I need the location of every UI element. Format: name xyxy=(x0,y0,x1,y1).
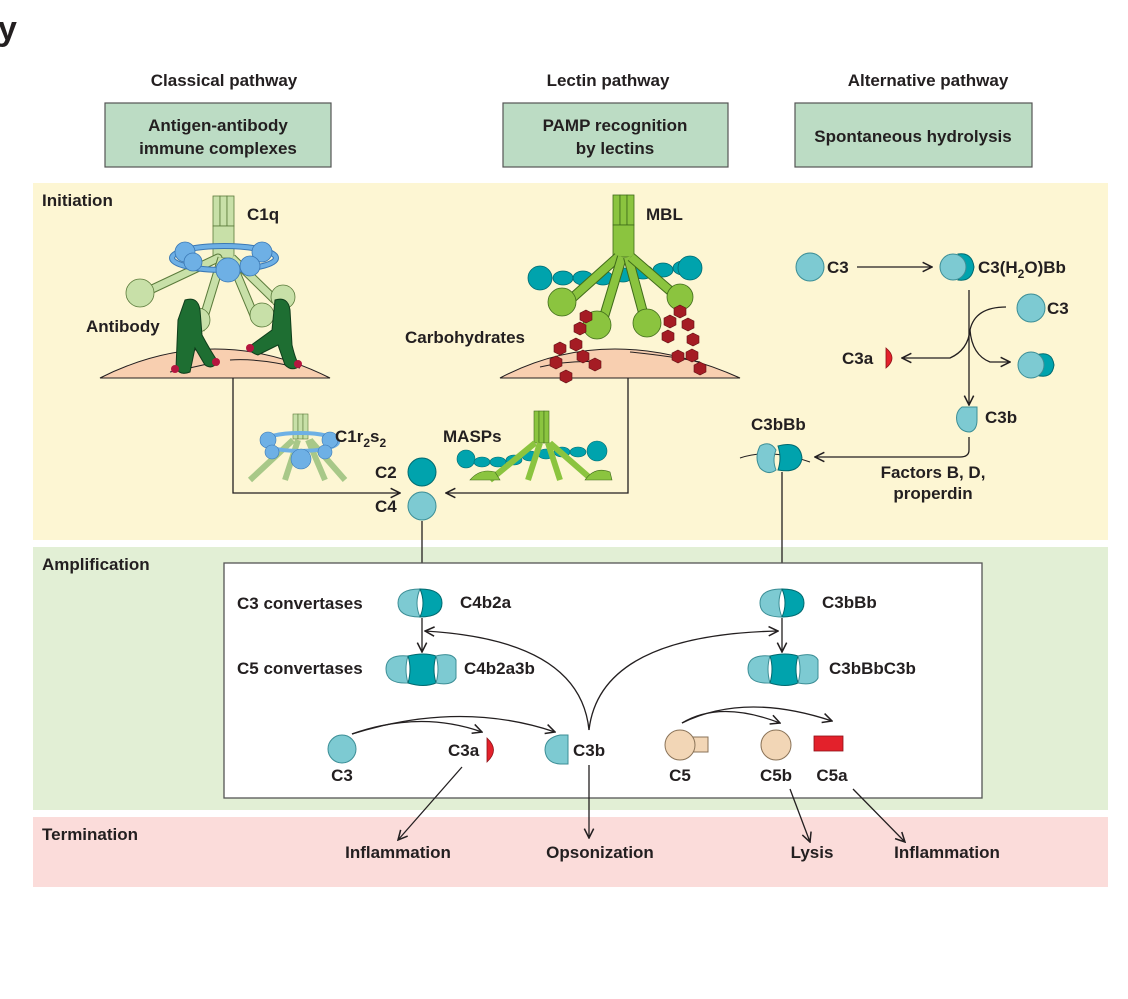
to-convertase-arrow xyxy=(969,329,1010,362)
c3b-icon xyxy=(956,406,978,433)
masps-icon xyxy=(456,410,613,483)
stage-label-termination: Termination xyxy=(42,825,138,844)
pathway-title: Alternative pathway xyxy=(848,71,1009,90)
trigger-box xyxy=(794,102,1033,168)
c5b-label: C5b xyxy=(760,766,792,785)
c3-convertases-label: C3 convertases xyxy=(237,594,363,613)
amp-c3a-icon xyxy=(486,737,494,763)
trigger-line: immune complexes xyxy=(139,139,297,158)
c3a-fragment-icon xyxy=(885,347,893,369)
trigger-line: by lectins xyxy=(576,139,654,158)
c5-to-c5a-arrow xyxy=(681,706,832,724)
pathway-header-classical: Classical pathway Antigen-antibody immun… xyxy=(104,71,332,168)
outcome-inflammation: Inflammation xyxy=(345,843,451,862)
c3b-to-c3bbb-arrow xyxy=(815,437,970,457)
alt-c3-second-icon xyxy=(1016,293,1046,323)
trigger-line: Antigen-antibody xyxy=(148,116,288,135)
c5a-label: C5a xyxy=(816,766,848,785)
amp-c3b-icon xyxy=(544,734,569,765)
c4b2a-icon xyxy=(397,588,443,618)
outcome-inflammation-2: Inflammation xyxy=(894,843,1000,862)
amp-c3-label: C3 xyxy=(331,766,353,785)
stage-label-amplification: Amplification xyxy=(42,555,150,574)
pathway-header-lectin: Lectin pathway PAMP recognition by lecti… xyxy=(502,71,729,168)
c2-icon xyxy=(407,457,437,487)
pathway-header-alternative: Alternative pathway Spontaneous hydrolys… xyxy=(794,71,1033,168)
c1q-antibody-complex-icon xyxy=(99,195,331,379)
c1q-label: C1q xyxy=(247,205,279,224)
c3b-feedback-classical-arrow xyxy=(425,631,590,731)
c2-label: C2 xyxy=(375,463,397,482)
factors-label-line2: properdin xyxy=(893,484,972,503)
stage-label-initiation: Initiation xyxy=(42,191,113,210)
c3bbb-icon xyxy=(759,588,805,618)
alt-c3-second-label: C3 xyxy=(1047,299,1069,318)
pathway-title: Lectin pathway xyxy=(547,71,670,90)
c5b-to-lysis-arrow xyxy=(789,788,810,842)
trigger-line: PAMP recognition xyxy=(543,116,688,135)
classical-to-c2c4-arrow xyxy=(232,378,400,493)
pathway-title: Classical pathway xyxy=(151,71,298,90)
c5-icon xyxy=(664,729,709,761)
c3bbb-membrane-icon xyxy=(739,443,811,474)
c3bbb-label: C3bBb xyxy=(822,593,877,612)
c5a-icon xyxy=(813,735,844,752)
outcome-opsonization: Opsonization xyxy=(546,843,654,862)
factors-label-line1: Factors B, D, xyxy=(881,463,986,482)
outcome-lysis: Lysis xyxy=(791,843,834,862)
masps-label: MASPs xyxy=(443,427,502,446)
c3-to-c3b-arrow xyxy=(351,715,555,735)
lectin-to-c2c4-arrow xyxy=(446,378,629,493)
alt-c3-icon xyxy=(795,252,825,282)
c3h2obb-icon xyxy=(939,253,975,281)
c5-convertases-label: C5 convertases xyxy=(237,659,363,678)
c3bbbc3b-icon xyxy=(747,653,819,686)
c3a-label: C3a xyxy=(842,349,874,368)
mbl-carbohydrate-complex-icon xyxy=(499,194,741,384)
trigger-box xyxy=(502,102,729,168)
c1r2s2-label: C1r2s2 xyxy=(335,427,387,450)
trigger-box xyxy=(104,102,332,168)
trigger-line: Spontaneous hydrolysis xyxy=(814,127,1011,146)
c3bbbc3b-label: C3bBbC3b xyxy=(829,659,916,678)
c4b2a3b-label: C4b2a3b xyxy=(464,659,535,678)
c1r2s2-icon xyxy=(247,413,348,483)
c4b2a-label: C4b2a xyxy=(460,593,512,612)
amp-c3a-label: C3a xyxy=(448,741,480,760)
termination-band xyxy=(33,817,1108,887)
amp-c3b-label: C3b xyxy=(573,741,605,760)
c5b-icon xyxy=(760,729,792,761)
corner-letter: y xyxy=(0,10,17,48)
c3b-feedback-alternative-arrow xyxy=(588,631,778,731)
c4-icon xyxy=(407,491,437,521)
c3a-to-inflammation-arrow xyxy=(398,766,463,840)
c5-label: C5 xyxy=(669,766,691,785)
c3bbb-initiation-label: C3bBb xyxy=(751,415,806,434)
antibody-label: Antibody xyxy=(86,317,160,336)
amp-c3-icon xyxy=(327,734,357,764)
c3h2obb-label: C3(H2O)Bb xyxy=(978,258,1066,281)
c4b2a3b-icon xyxy=(385,653,457,686)
carbohydrates-label: Carbohydrates xyxy=(405,328,525,347)
c3b-label: C3b xyxy=(985,408,1017,427)
c5a-to-inflammation-arrow xyxy=(852,788,905,842)
mbl-label: MBL xyxy=(646,205,683,224)
alt-c3-label: C3 xyxy=(827,258,849,277)
c4-label: C4 xyxy=(375,497,397,516)
c3bbb-product-icon xyxy=(1017,351,1055,379)
